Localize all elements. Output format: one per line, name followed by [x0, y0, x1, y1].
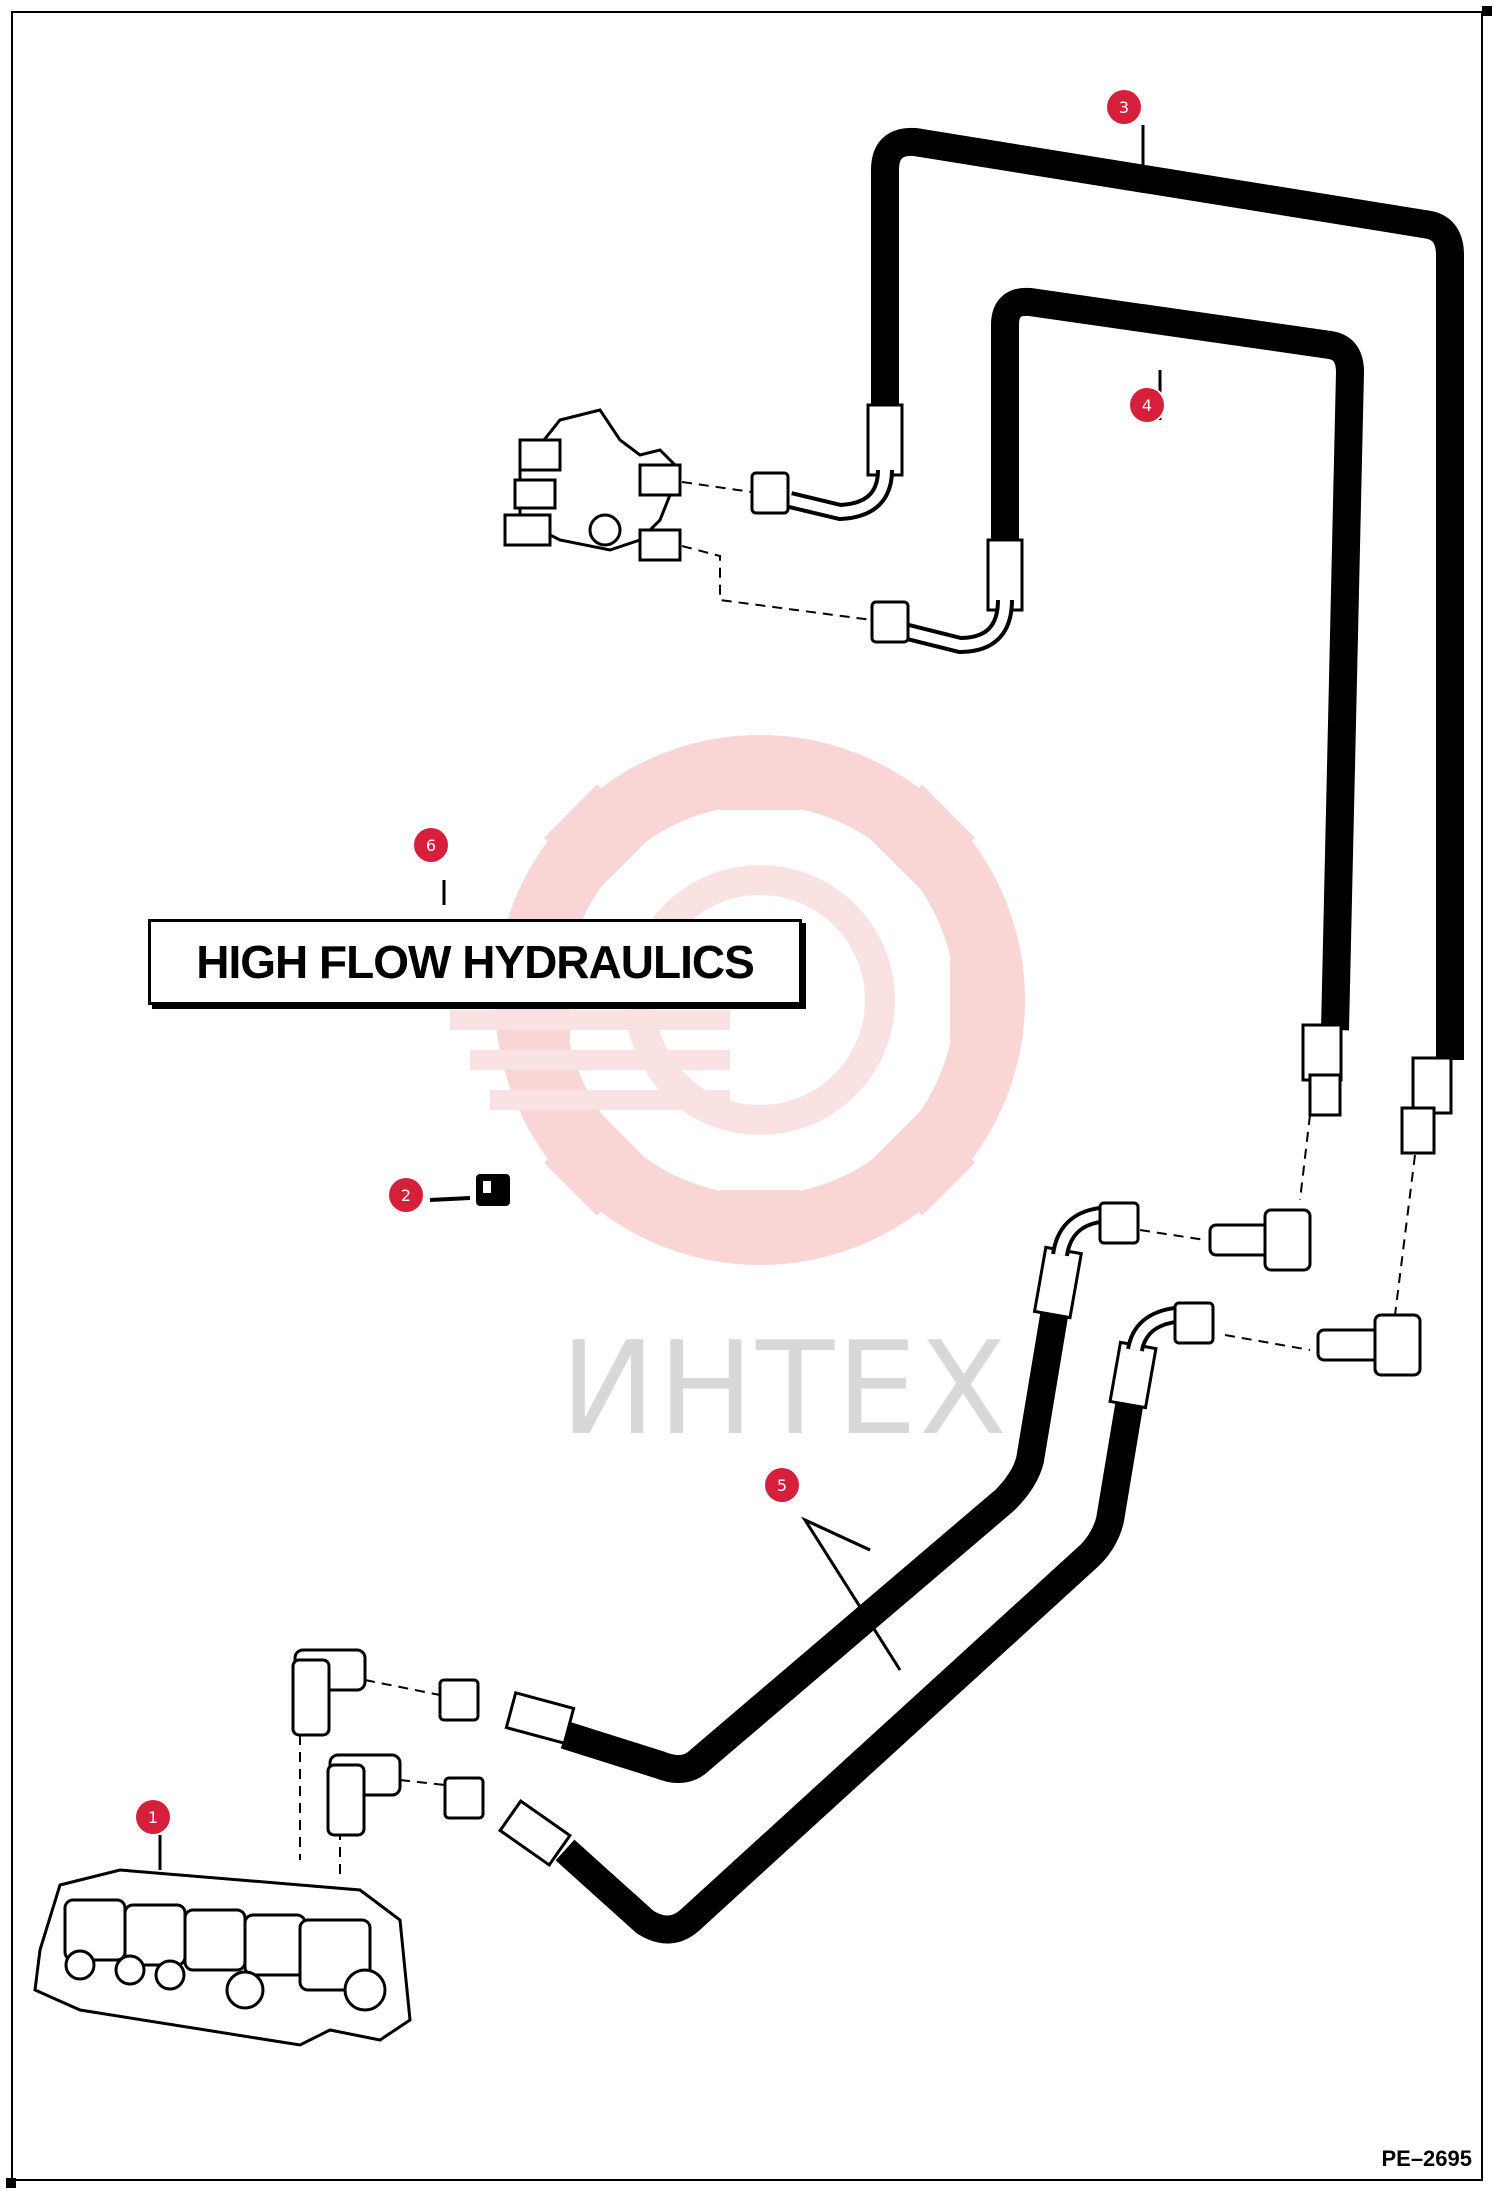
swivel-nuts	[750, 471, 910, 644]
callout-6[interactable]: 6	[414, 828, 448, 862]
upper-tube-2-inner	[898, 599, 1010, 651]
figure-code: PE–2695	[1381, 2146, 1472, 2171]
callout-1[interactable]: 1	[136, 1800, 170, 1834]
callout-4[interactable]: 4	[1130, 388, 1164, 422]
lower-nuts	[438, 1201, 1215, 1820]
callout-5[interactable]: 5	[765, 1468, 799, 1502]
diagram-frame	[11, 11, 1483, 2181]
coupler-block	[503, 408, 682, 562]
elbow-adapters	[1208, 1208, 1422, 1377]
corner-mark	[6, 2178, 16, 2188]
callout-3[interactable]: 3	[1107, 90, 1141, 124]
hose-5a	[560, 1277, 1074, 1783]
small-fitting	[429, 1174, 510, 1206]
hose-4	[991, 287, 1364, 1031]
hose-5b	[555, 1367, 1149, 1944]
dashed-connectors	[299, 481, 1416, 1880]
upper-tube-1-inner	[788, 469, 890, 518]
lower-left-elbows	[291, 1648, 402, 1837]
watermark-text: ИНТЕХ	[560, 1315, 1009, 1464]
hose-3	[871, 127, 1464, 1060]
lower-tube-2-inner	[1130, 1310, 1176, 1352]
lower-hose-ends	[498, 1245, 1158, 1868]
title-label: HIGH FLOW HYDRAULICS	[196, 936, 755, 988]
corner-mark	[1482, 6, 1492, 16]
title-decal: HIGH FLOW HYDRAULICS	[148, 919, 802, 1005]
callout-2[interactable]: 2	[389, 1178, 423, 1212]
control-valve	[33, 1868, 412, 2047]
